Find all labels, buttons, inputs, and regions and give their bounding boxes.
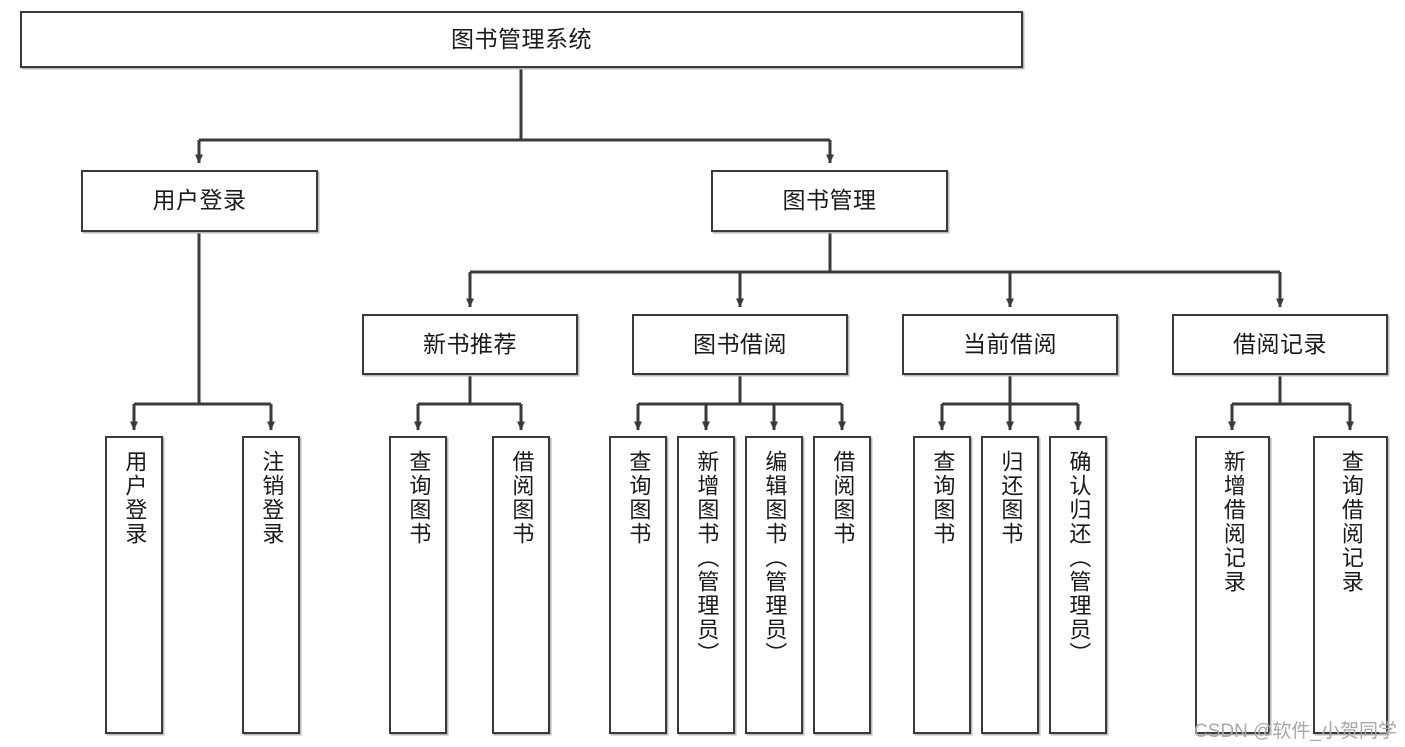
node-label: 新增借阅记录 [1220,450,1246,594]
leaf-current-confirm-return-admin[interactable]: 确认归还（管理员） [1049,436,1107,734]
node-borrow-record[interactable]: 借阅记录 [1172,314,1388,375]
node-label: 新增图书（管理员） [694,450,720,666]
leaf-borrow-add-book-admin[interactable]: 新增图书（管理员） [677,436,735,734]
leaf-borrow-query-book[interactable]: 查询图书 [609,436,667,734]
leaf-borrow-borrow-book[interactable]: 借阅图书 [813,436,871,734]
node-label: 借阅记录 [1233,330,1327,357]
watermark: CSDN @软件_小贺同学 [1194,721,1397,742]
node-label: 查询图书 [930,450,956,546]
node-label: 借阅图书 [830,450,856,546]
node-label: 用户登录 [122,450,148,546]
node-label: 注销登录 [259,450,285,546]
leaf-record-add-record[interactable]: 新增借阅记录 [1195,436,1270,734]
leaf-current-query-book[interactable]: 查询图书 [913,436,971,734]
node-book-borrow[interactable]: 图书借阅 [632,314,848,375]
node-label: 当前借阅 [963,330,1057,357]
node-new-book-recommend[interactable]: 新书推荐 [362,314,578,375]
node-label: 编辑图书（管理员） [762,450,788,666]
leaf-borrow-edit-book-admin[interactable]: 编辑图书（管理员） [745,436,803,734]
node-label: 用户登录 [152,187,247,214]
node-root-system[interactable]: 图书管理系统 [20,11,1023,68]
leaf-newbook-borrow-book[interactable]: 借阅图书 [492,436,550,734]
node-label: 归还图书 [998,450,1024,546]
node-label: 图书管理系统 [451,25,592,52]
leaf-newbook-query-book[interactable]: 查询图书 [389,436,447,734]
node-label: 查询借阅记录 [1338,450,1364,594]
node-label: 图书管理 [782,187,877,214]
leaf-user-login-signout[interactable]: 注销登录 [242,436,300,734]
node-label: 确认归还（管理员） [1066,450,1092,666]
leaf-user-login-signin[interactable]: 用户登录 [105,436,163,734]
node-label: 图书借阅 [693,330,787,357]
leaf-record-query-record[interactable]: 查询借阅记录 [1313,436,1388,734]
node-current-borrow[interactable]: 当前借阅 [902,314,1118,375]
leaf-current-return-book[interactable]: 归还图书 [981,436,1039,734]
node-book-management[interactable]: 图书管理 [711,170,948,232]
node-label: 查询图书 [406,450,432,546]
node-label: 新书推荐 [423,330,517,357]
node-user-login[interactable]: 用户登录 [81,170,318,232]
node-label: 借阅图书 [509,450,535,546]
node-label: 查询图书 [626,450,652,546]
